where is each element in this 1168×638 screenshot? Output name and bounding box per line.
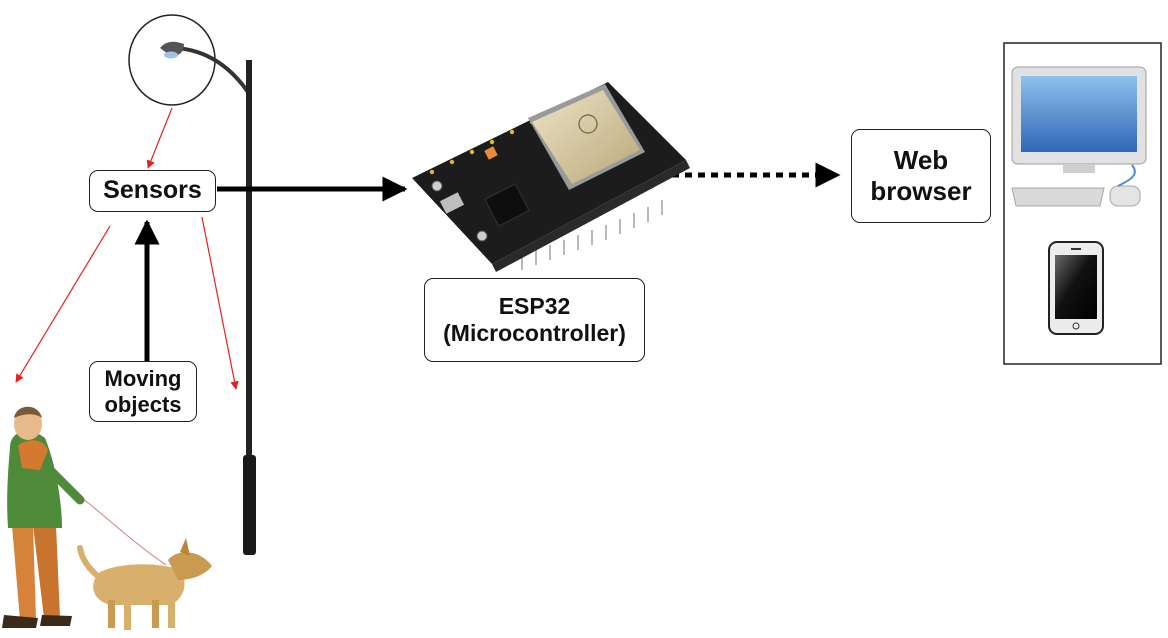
web-browser-label-line1: Web bbox=[893, 145, 949, 176]
esp32-pins bbox=[521, 200, 663, 270]
client-devices-panel bbox=[1003, 42, 1162, 365]
sensors-label: Sensors bbox=[103, 176, 202, 205]
detection-rays bbox=[15, 107, 239, 390]
leash bbox=[81, 497, 167, 566]
moving-objects-label-line2: objects bbox=[104, 391, 182, 417]
esp32-label-line2: (Microcontroller) bbox=[443, 320, 626, 346]
web-browser-label-line2: browser bbox=[870, 176, 972, 206]
desktop-computer-icon bbox=[1011, 66, 1147, 207]
esp32-board-icon bbox=[412, 82, 690, 272]
street-lamp-icon bbox=[128, 14, 256, 555]
web-browser-box: Web browser bbox=[851, 129, 991, 223]
esp32-box: ESP32 (Microcontroller) bbox=[424, 278, 645, 362]
smartphone-icon bbox=[1048, 241, 1104, 335]
dog-icon bbox=[77, 538, 212, 630]
pedestrian-icon bbox=[2, 406, 85, 628]
moving-objects-box: Moving objects bbox=[89, 361, 197, 422]
connection-arrows bbox=[134, 162, 841, 362]
sensors-box: Sensors bbox=[89, 170, 216, 212]
moving-objects-label-line1: Moving bbox=[104, 365, 182, 391]
esp32-label-line1: ESP32 bbox=[498, 292, 571, 319]
